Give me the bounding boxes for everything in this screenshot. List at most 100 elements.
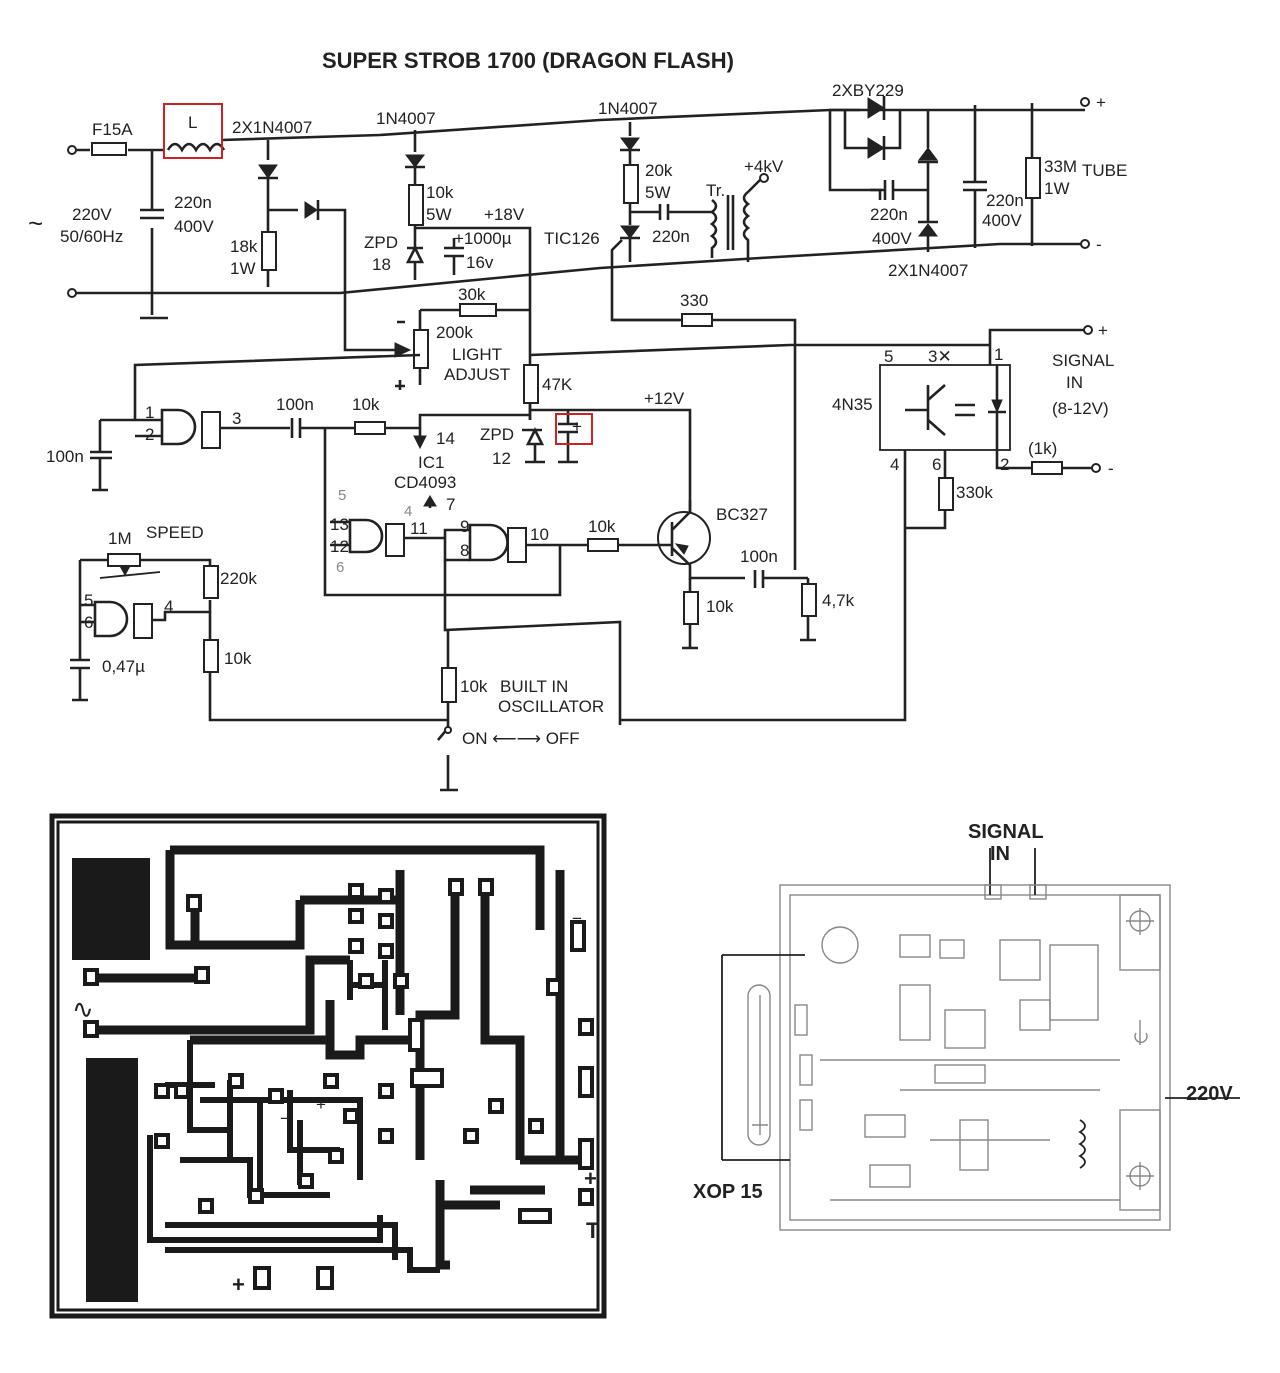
mains-voltage: 220V <box>72 205 112 224</box>
speed-label: SPEED <box>146 523 204 542</box>
r18k-watt: 1W <box>230 259 256 278</box>
pcb-minus-b-label: − <box>280 1109 290 1128</box>
c220n-out-voltage: 400V <box>982 211 1022 230</box>
comp-in-label: IN <box>990 843 1010 865</box>
r10k-b-label: 10k <box>588 517 616 536</box>
opto-pin2: 2 <box>1000 455 1009 474</box>
pin5-gate-label: 5 <box>84 591 93 610</box>
c220n-doubler-voltage: 400V <box>872 229 912 248</box>
on-off-label: ON ⟵⟶ OFF <box>462 729 580 748</box>
r18k-value: 18k <box>230 237 258 256</box>
opto-pin5: 5 <box>884 347 893 366</box>
signal-minus-label: - <box>1108 459 1114 478</box>
opto-pin3: 3✕ <box>928 347 952 366</box>
in-label: IN <box>1066 373 1083 392</box>
tube-plus-label: + <box>1096 93 1106 112</box>
transformer-label: Tr. <box>706 181 725 200</box>
gate-chain-nand <box>323 428 658 725</box>
inductor-label: L <box>188 113 197 132</box>
zpd12-value: 12 <box>492 449 511 468</box>
r220k-label: 220k <box>220 569 257 588</box>
inductor-l <box>163 103 226 159</box>
comp-xop-label: XOP 15 <box>693 1181 763 1203</box>
comp-signal-label: SIGNAL <box>968 821 1044 843</box>
fuse-f15a <box>91 142 127 156</box>
pcb-layout <box>49 813 607 1319</box>
r10k-c-label: 10k <box>706 597 734 616</box>
pin13-label: 13 <box>330 515 349 534</box>
r20k-watt: 5W <box>645 183 671 202</box>
pencil-note-4: 4 <box>404 503 412 520</box>
signal-label: SIGNAL <box>1052 351 1114 370</box>
pcb-minus-label: − <box>572 909 582 928</box>
by229-label: 2XBY229 <box>832 81 904 100</box>
capacitor-220n-input <box>140 150 168 320</box>
r200k-label: 200k <box>436 323 473 342</box>
comp-220v-label: 220V <box>1186 1083 1233 1105</box>
c12v-plus-mark: + <box>572 417 582 436</box>
pin6-gate-label: 6 <box>84 613 93 632</box>
r10k-5w-value: 10k <box>426 183 454 202</box>
pin10-label: 10 <box>530 525 549 544</box>
r10k-a-label: 10k <box>352 395 380 414</box>
opto-pin1: 1 <box>994 345 1003 364</box>
c220n-trigger-label: 220n <box>652 227 690 246</box>
output-diodes-label: 2X1N4007 <box>888 261 968 280</box>
pin2-label: 2 <box>145 425 154 444</box>
c220n-doubler-value: 220n <box>870 205 908 224</box>
bc327-label: BC327 <box>716 505 768 524</box>
r10k-d-label: 10k <box>224 649 252 668</box>
pcb-cap-plus: + <box>316 1095 326 1114</box>
r1m-label: 1M <box>108 529 132 548</box>
diode-1n4007-b-label: 1N4007 <box>598 99 658 118</box>
r10k-e-label: 10k <box>460 677 488 696</box>
pin1-label: 1 <box>145 403 154 422</box>
oscillator-switch <box>437 630 458 792</box>
pencil-note-5: 5 <box>338 487 346 504</box>
built-in-label: BUILT IN <box>500 677 568 696</box>
oscillator-label: OSCILLATOR <box>498 697 604 716</box>
pin9-label: 9 <box>460 517 469 536</box>
tube-minus-terminal <box>1080 239 1090 249</box>
r10k-5w-watt: 5W <box>426 205 452 224</box>
pin12-label: 12 <box>330 537 349 556</box>
tube-plus-terminal <box>1080 97 1090 107</box>
r33m-watt: 1W <box>1044 179 1070 198</box>
pin7-label: 7 <box>446 495 455 514</box>
signal-plus-terminal <box>1083 325 1093 335</box>
pcb-ac-icon: ∿ <box>72 994 94 1024</box>
c100n-a-label: 100n <box>276 395 314 414</box>
r30k-label: 30k <box>458 285 486 304</box>
resistor-18k-branch <box>258 140 395 352</box>
c1000u-voltage: 16v <box>466 253 494 272</box>
pcb-supply-plus-label: + <box>232 1272 245 1297</box>
r47k-label: 47K <box>542 375 573 394</box>
pin11-label: 11 <box>410 519 428 538</box>
c1000u-label: +1000µ <box>454 229 512 248</box>
trigger-section <box>610 122 769 322</box>
supply-12v-section <box>522 364 692 530</box>
mains-frequency: 50/60Hz <box>60 227 123 246</box>
c220n-out-value: 220n <box>986 191 1024 210</box>
r33m-value: 33M <box>1044 157 1077 176</box>
pin4-gate-label: 4 <box>164 597 173 616</box>
transistor-bc327 <box>657 500 817 650</box>
ic1-label: IC1 <box>418 453 444 472</box>
cap-input-value: 220n <box>174 193 212 212</box>
pin3-label: 3 <box>232 409 241 428</box>
hv-label: +4kV <box>744 157 784 176</box>
mains-terminal-top <box>67 145 77 155</box>
plus12v-label: +12V <box>644 389 685 408</box>
zpd18-label: ZPD <box>364 233 398 252</box>
diode-1n4007-a-label: 1N4007 <box>376 109 436 128</box>
mains-terminal-bottom <box>67 288 77 298</box>
power-rails <box>72 108 1085 295</box>
diagram-title: SUPER STROB 1700 (DRAGON FLASH) <box>322 48 734 73</box>
signal-range-label: (8-12V) <box>1052 399 1109 418</box>
pin14-label: 14 <box>436 429 455 448</box>
r4k7-label: 4,7k <box>822 591 855 610</box>
zpd18-value: 18 <box>372 255 391 274</box>
r20k-value: 20k <box>645 161 673 180</box>
signal-minus-terminal <box>1091 463 1101 473</box>
